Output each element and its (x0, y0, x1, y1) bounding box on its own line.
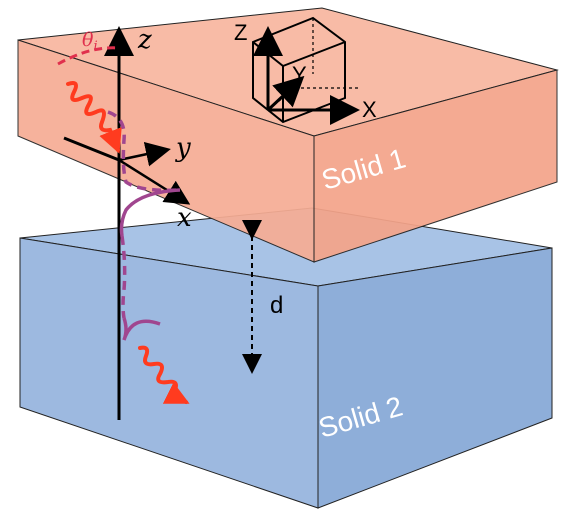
y-axis-label: y (175, 133, 191, 163)
evanescent-curve-upper-solid (119, 188, 181, 237)
evanescent-curve-upper-dashed (107, 110, 181, 193)
cube-y-label: Y (292, 62, 307, 87)
crystal-cube-icon: Z Y X (234, 16, 377, 125)
x-axis-line (118, 158, 191, 205)
solid-2-right-face (317, 247, 553, 509)
solid-2-block (19, 207, 553, 509)
solid-1-right-face (313, 69, 558, 263)
cube-z-label: Z (234, 20, 247, 45)
incident-wave-arrow (66, 81, 122, 154)
y-axis-line (118, 141, 171, 167)
interface-tick (63, 136, 120, 162)
gap-distance-label: d (270, 292, 283, 319)
incidence-angle-label: θi (82, 29, 98, 54)
incidence-angle-subscript: i (93, 39, 97, 54)
z-axis-label: z (137, 25, 152, 55)
evanescent-curve-lower-solid (122, 317, 161, 341)
evanescent-curve-middle-dashed (120, 235, 127, 319)
transmitted-wave-arrow (138, 345, 190, 404)
cube-y-axis (266, 75, 305, 112)
solid-1-block (17, 7, 559, 263)
cube-x-label: X (362, 97, 377, 122)
x-axis-label: x (177, 203, 192, 233)
solid-2-front-face (19, 237, 319, 509)
cube-edge (282, 41, 346, 67)
incidence-angle-arc (57, 46, 120, 66)
